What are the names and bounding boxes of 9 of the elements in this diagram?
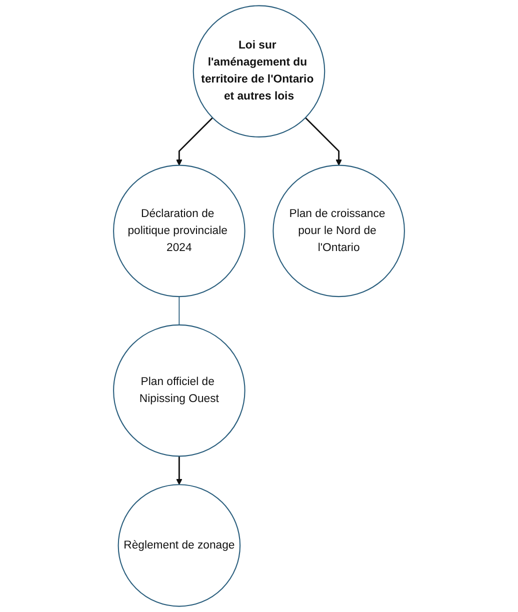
node-circle: Plan officiel de Nipissing Ouest bbox=[113, 324, 246, 457]
arrow bbox=[176, 117, 214, 166]
node-circle: Déclaration de politique provinciale 2024 bbox=[113, 164, 246, 298]
arrow bbox=[304, 117, 342, 166]
connector bbox=[178, 296, 180, 326]
node-circle: Loi sur l'aménagement du territoire de l'Ontario et autres lois bbox=[192, 5, 326, 138]
node-circle: Règlement de zonage bbox=[118, 484, 241, 607]
node-circle: Plan de croissance pour le Nord de l'Ontario bbox=[272, 164, 405, 298]
arrow bbox=[176, 456, 182, 485]
